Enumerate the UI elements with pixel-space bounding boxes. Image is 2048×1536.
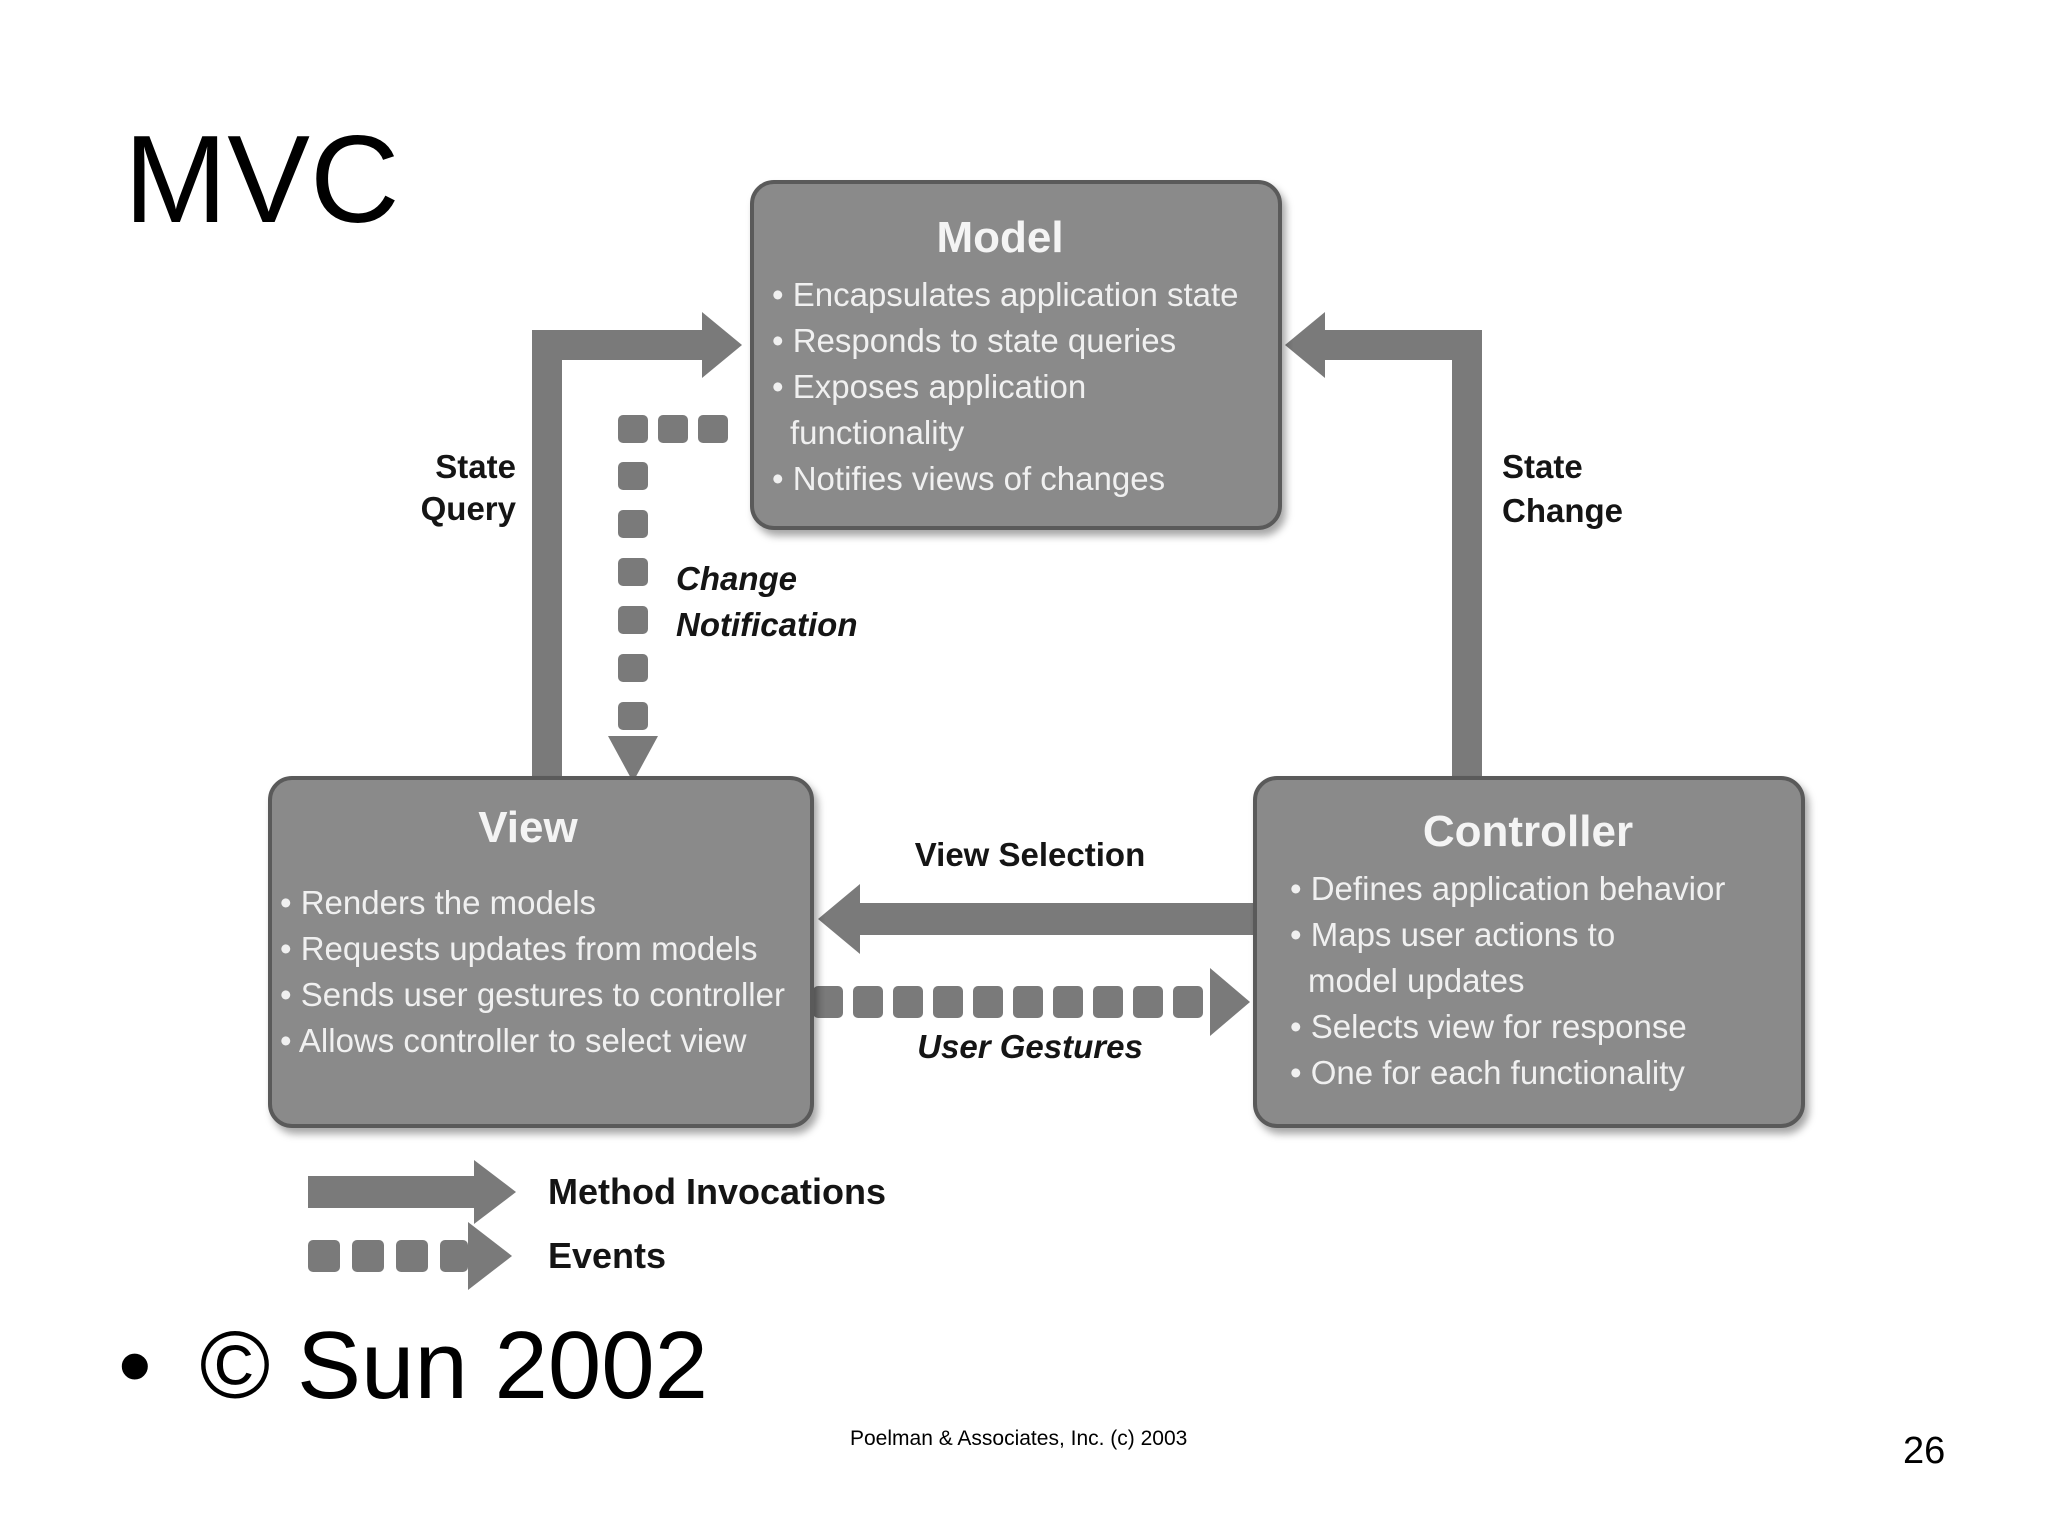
view-bullet: • Renders the models (280, 884, 596, 921)
slide-title: MVC (124, 111, 400, 249)
change-notification-label: Notification (676, 606, 857, 643)
page-number: 26 (1903, 1430, 1946, 1472)
controller-bullet: • Defines application behavior (1290, 870, 1725, 907)
view-selection-label: View Selection (915, 836, 1145, 873)
view-bullet: • Sends user gestures to controller (280, 976, 785, 1013)
state-change-label: Change (1502, 492, 1623, 529)
legend-method-arrow (308, 1160, 516, 1224)
model-title: Model (936, 213, 1063, 262)
state-change-label: State (1502, 448, 1583, 485)
bullet-text: © Sun 2002 (199, 1312, 709, 1419)
view-box: View • Renders the models • Requests upd… (268, 776, 814, 1128)
footer: Poelman & Associates, Inc. (c) 2003 (850, 1427, 1188, 1450)
state-query-arrow (532, 312, 742, 780)
state-change-arrow (1285, 312, 1482, 780)
controller-title: Controller (1423, 807, 1633, 856)
state-query-label: Query (421, 490, 517, 527)
model-bullet: • Exposes application (772, 368, 1086, 405)
view-bullet: • Allows controller to select view (280, 1022, 747, 1059)
legend-events-arrow (308, 1222, 512, 1290)
model-box: Model • Encapsulates application state •… (750, 180, 1282, 530)
model-bullet: functionality (790, 414, 965, 451)
view-selection-arrow (818, 884, 1255, 954)
controller-bullet: • Maps user actions to (1290, 916, 1615, 953)
controller-bullet: • Selects view for response (1290, 1008, 1687, 1045)
bullet-dot: • (118, 1312, 152, 1419)
model-bullet: • Notifies views of changes (772, 460, 1165, 497)
change-notification-arrow (608, 415, 728, 782)
model-bullet: • Encapsulates application state (772, 276, 1239, 313)
legend-events-label: Events (548, 1235, 666, 1276)
legend: Method Invocations Events (308, 1160, 886, 1290)
state-query-label: State (435, 448, 516, 485)
view-title: View (478, 803, 578, 852)
model-bullet: • Responds to state queries (772, 322, 1176, 359)
user-gestures-label: User Gestures (917, 1028, 1143, 1065)
bullet-item: •© Sun 2002 (118, 1318, 708, 1414)
user-gestures-arrow (813, 968, 1250, 1036)
controller-bullet: model updates (1308, 962, 1524, 999)
controller-bullet: • One for each functionality (1290, 1054, 1685, 1091)
legend-method-invocations-label: Method Invocations (548, 1171, 886, 1212)
change-notification-label: Change (676, 560, 797, 597)
view-bullet: • Requests updates from models (280, 930, 757, 967)
controller-box: Controller • Defines application behavio… (1253, 776, 1805, 1128)
